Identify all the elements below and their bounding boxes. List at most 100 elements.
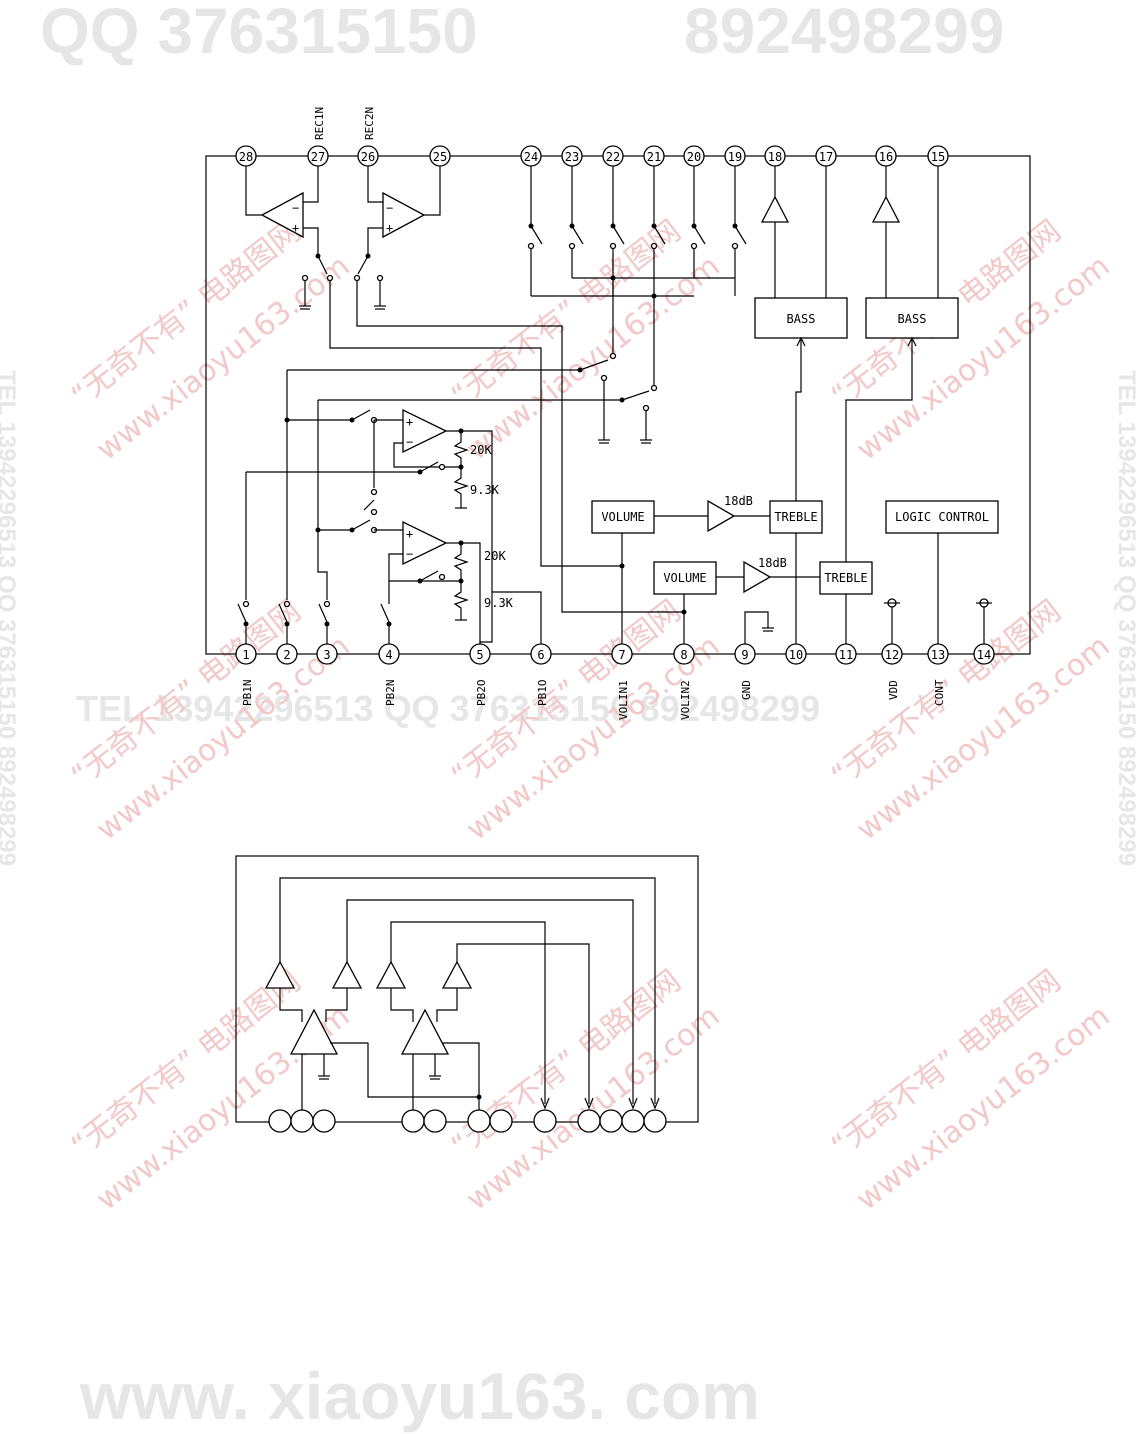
pin-15[interactable]: 15 — [927, 145, 949, 167]
label-cont: CONT — [933, 679, 946, 706]
pb-amp-2: +− — [318, 499, 481, 644]
svg-text:VOLUME: VOLUME — [601, 510, 644, 524]
pin-25[interactable]: 25 — [429, 145, 451, 167]
pin-6[interactable]: 6 — [530, 643, 552, 665]
svg-text:11: 11 — [839, 648, 853, 662]
pin-13[interactable]: 13 — [927, 643, 949, 665]
svg-text:3: 3 — [323, 648, 330, 662]
svg-text:+: + — [406, 415, 413, 429]
pin-23[interactable]: 23 — [561, 145, 583, 167]
selector-switches — [527, 166, 747, 386]
svg-text:TREBLE: TREBLE — [774, 510, 817, 524]
lower-pin-4[interactable] — [401, 1109, 425, 1133]
pin-21[interactable]: 21 — [643, 145, 665, 167]
svg-text:1: 1 — [242, 648, 249, 662]
resistor-20k-1: 20K — [470, 443, 492, 457]
svg-text:5: 5 — [476, 648, 483, 662]
rec-amp-2: −+ — [367, 166, 441, 256]
pin-28[interactable]: 28 — [235, 145, 257, 167]
label-vdd: VDD — [887, 680, 900, 700]
lower-pin-12[interactable] — [643, 1109, 667, 1133]
svg-text:−: − — [292, 201, 299, 215]
gain-amp-1 — [654, 499, 770, 533]
vdd-terminals — [884, 598, 992, 644]
pin-5[interactable]: 5 — [469, 643, 491, 665]
pin-27[interactable]: 27 — [307, 145, 329, 167]
pin-11[interactable]: 11 — [835, 643, 857, 665]
lower-pin-6[interactable] — [467, 1109, 491, 1133]
output-switches — [287, 352, 658, 444]
pin-8[interactable]: 8 — [673, 643, 695, 665]
pin-10[interactable]: 10 — [785, 643, 807, 665]
svg-text:18: 18 — [768, 150, 782, 164]
pin-24[interactable]: 24 — [520, 145, 542, 167]
label-gnd: GND — [740, 680, 753, 700]
pin-12[interactable]: 12 — [881, 643, 903, 665]
pin-9[interactable]: 9 — [734, 643, 756, 665]
svg-text:BASS: BASS — [898, 312, 927, 326]
svg-text:2: 2 — [283, 648, 290, 662]
svg-text:4: 4 — [385, 648, 392, 662]
svg-text:22: 22 — [606, 150, 620, 164]
label-pb2n: PB2N — [384, 680, 397, 707]
lower-pin-5[interactable] — [423, 1109, 447, 1133]
svg-text:24: 24 — [524, 150, 538, 164]
pin-1[interactable]: 1 — [235, 643, 257, 665]
svg-text:20: 20 — [687, 150, 701, 164]
lower-pin-1[interactable] — [268, 1109, 292, 1133]
svg-text:12: 12 — [885, 648, 899, 662]
lower-diagram-outline — [235, 855, 699, 1123]
svg-text:LOGIC CONTROL: LOGIC CONTROL — [895, 510, 989, 524]
pin-14[interactable]: 14 — [973, 643, 995, 665]
pin-20[interactable]: 20 — [683, 145, 705, 167]
bass-block-2: BASS — [865, 297, 959, 339]
lower-pin-11[interactable] — [621, 1109, 645, 1133]
top-pin-row: 28 27 26 25 24 23 22 21 20 19 18 17 16 1… — [235, 145, 949, 167]
svg-text:16: 16 — [879, 150, 893, 164]
bass-buffer-2 — [871, 166, 939, 298]
gain-label-1: 18dB — [724, 494, 753, 508]
svg-text:BASS: BASS — [787, 312, 816, 326]
svg-text:TREBLE: TREBLE — [824, 571, 867, 585]
svg-text:28: 28 — [239, 150, 253, 164]
pin-26[interactable]: 26 — [357, 145, 379, 167]
pin-3[interactable]: 3 — [316, 643, 338, 665]
resistor-9k3-1: 9.3K — [470, 483, 500, 497]
label-pb1o: PB1O — [536, 680, 549, 707]
pin-19[interactable]: 19 — [724, 145, 746, 167]
lower-pin-10[interactable] — [599, 1109, 623, 1133]
lower-pin-3[interactable] — [312, 1109, 336, 1133]
pin-16[interactable]: 16 — [875, 145, 897, 167]
lower-amplifier-network — [264, 877, 660, 1110]
watermark-top-right: 892498299 — [684, 0, 1005, 67]
watermark-bottom: www. xiaoyu163. com — [80, 1359, 760, 1433]
rec-switches — [299, 253, 684, 613]
pin-4[interactable]: 4 — [378, 643, 400, 665]
lower-pin-7[interactable] — [489, 1109, 513, 1133]
lower-pin-row — [268, 1109, 667, 1133]
input-switches — [237, 370, 542, 644]
svg-text:17: 17 — [819, 150, 833, 164]
lower-pin-8[interactable] — [533, 1109, 557, 1133]
svg-text:26: 26 — [361, 150, 375, 164]
svg-text:19: 19 — [728, 150, 742, 164]
pin-18[interactable]: 18 — [764, 145, 786, 167]
svg-text:7: 7 — [618, 648, 625, 662]
lower-pin-9[interactable] — [577, 1109, 601, 1133]
label-rec2n: REC2N — [363, 107, 376, 140]
svg-text:13: 13 — [931, 648, 945, 662]
pin-17[interactable]: 17 — [815, 145, 837, 167]
gain-amp-2 — [716, 560, 820, 594]
lower-pin-2[interactable] — [290, 1109, 314, 1133]
ic-outline — [205, 155, 1031, 655]
pin-22[interactable]: 22 — [602, 145, 624, 167]
treble-block-1: TREBLE — [769, 500, 823, 534]
label-pb2o: PB2O — [475, 680, 488, 707]
svg-text:−: − — [406, 547, 413, 561]
svg-text:27: 27 — [311, 150, 325, 164]
treble-block-2: TREBLE — [819, 561, 873, 595]
pin-2[interactable]: 2 — [276, 643, 298, 665]
bass-block-1: BASS — [754, 297, 848, 339]
pin-7[interactable]: 7 — [611, 643, 633, 665]
